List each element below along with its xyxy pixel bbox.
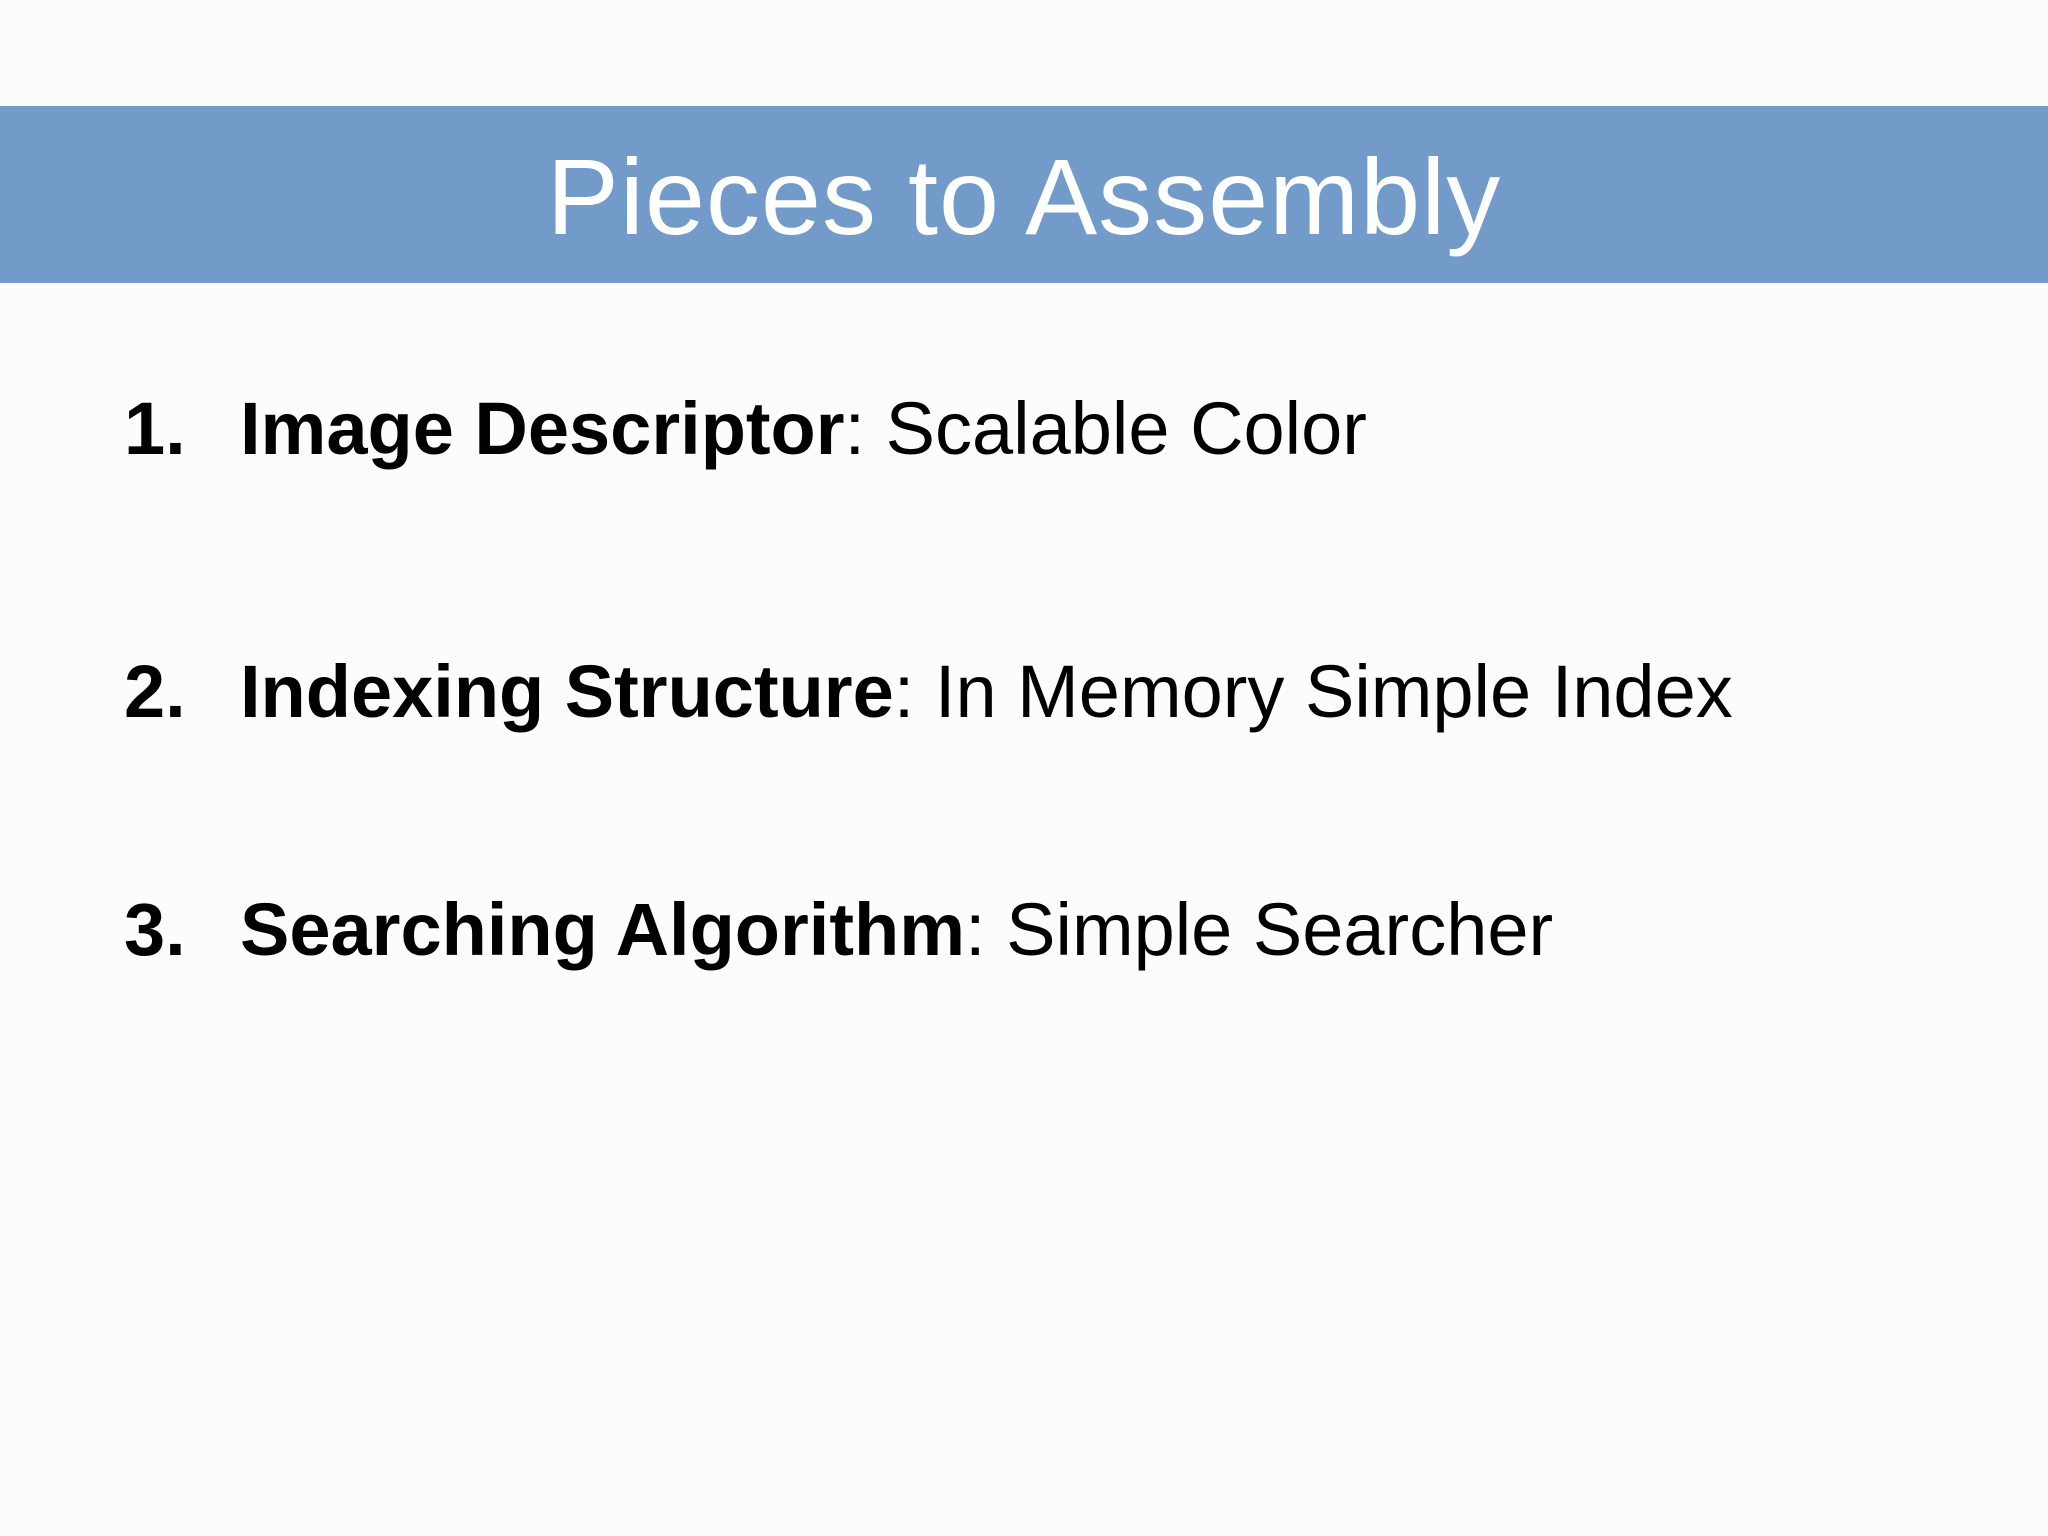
list-item-separator: : — [893, 650, 935, 733]
list-item-description: Simple Searcher — [1006, 888, 1554, 971]
list-item-description: In Memory Simple Index — [934, 650, 1733, 733]
list-item: 2. Indexing Structure: In Memory Simple … — [124, 655, 2004, 729]
list-item-term: Searching Algorithm — [240, 888, 966, 971]
list-item-description: Scalable Color — [885, 387, 1367, 470]
list-item-number: 1. — [124, 387, 186, 470]
list-item-number: 2. — [124, 650, 186, 733]
list-item: 3. Searching Algorithm: Simple Searcher — [124, 893, 2004, 967]
list-item: 1. Image Descriptor: Scalable Color — [124, 392, 2004, 466]
list-item-separator: : — [844, 387, 886, 470]
slide-title: Pieces to Assembly — [546, 135, 1502, 257]
list-item-term: Indexing Structure — [240, 650, 894, 733]
list-item-separator: : — [965, 888, 1007, 971]
list-item-term: Image Descriptor — [240, 387, 845, 470]
title-bar: Pieces to Assembly — [0, 106, 2048, 283]
list-item-number: 3. — [124, 888, 186, 971]
